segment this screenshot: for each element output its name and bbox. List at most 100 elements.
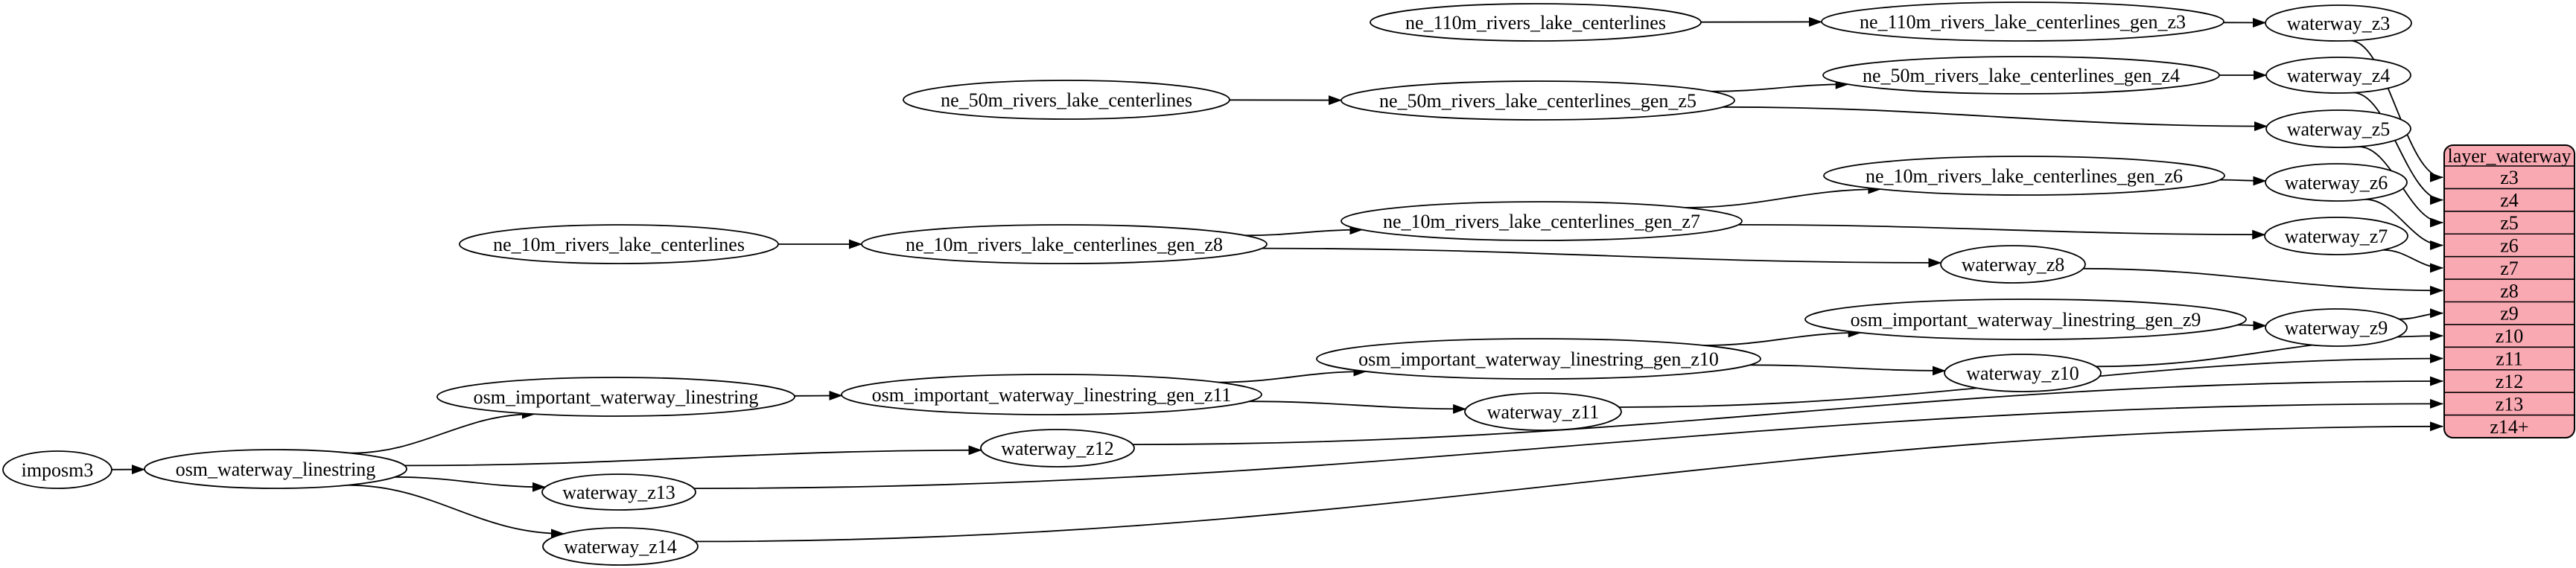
- node-label-waterway_z12: waterway_z12: [1001, 438, 1114, 459]
- node-label-osm_important_waterway_linestring: osm_important_waterway_linestring: [474, 386, 759, 408]
- node-group-osm_important_waterway_linestring_gen_z10: osm_important_waterway_linestring_gen_z1…: [1316, 338, 1761, 380]
- record-row-z12: z12: [2496, 371, 2524, 392]
- node-label-waterway_z13: waterway_z13: [562, 482, 675, 503]
- node-waterway_z7: [2264, 217, 2408, 255]
- record-row-z3: z3: [2500, 167, 2519, 188]
- node-group-ne_10m_rivers_lake_centerlines_gen_z8: ne_10m_rivers_lake_centerlines_gen_z8: [861, 224, 1268, 264]
- edge-waterway_z6-to-z6: [2365, 198, 2443, 250]
- edge-ne_10m_rivers_lake_centerlines_gen_z6-to-waterway_z6: [2219, 176, 2267, 186]
- edge-ne_10m_rivers_lake_centerlines_gen_z8-to-waterway_z8: [1262, 247, 1942, 268]
- node-label-waterway_z14: waterway_z14: [564, 536, 677, 558]
- node-label-ne_50m_rivers_lake_centerlines_gen_z5: ne_50m_rivers_lake_centerlines_gen_z5: [1379, 90, 1696, 112]
- edge-osm_important_waterway_linestring_gen_z11-to-osm_important_waterway_linestring_gen_z10: [1218, 366, 1367, 383]
- node-osm_important_waterway_linestring: [436, 377, 795, 417]
- node-ne_110m_rivers_lake_centerlines: [1370, 3, 1702, 42]
- node-label-waterway_z6: waterway_z6: [2285, 172, 2388, 194]
- node-group-waterway_z12: waterway_z12: [980, 429, 1135, 468]
- edges-layer: [111, 16, 2443, 543]
- node-label-ne_10m_rivers_lake_centerlines_gen_z7: ne_10m_rivers_lake_centerlines_gen_z7: [1383, 211, 1700, 232]
- node-label-osm_important_waterway_linestring_gen_z11: osm_important_waterway_linestring_gen_z1…: [872, 384, 1232, 406]
- nodes-layer: imposm3 osm_waterway_linestring osm_import…: [2, 1, 2412, 566]
- node-group-ne_10m_rivers_lake_centerlines_gen_z6: ne_10m_rivers_lake_centerlines_gen_z6: [1823, 156, 2225, 196]
- node-label-ne_50m_rivers_lake_centerlines_gen_z4: ne_50m_rivers_lake_centerlines_gen_z4: [1863, 65, 2180, 86]
- edge-osm_important_waterway_linestring_gen_z11-to-waterway_z11: [1248, 401, 1467, 414]
- record-layer-waterway-box: [2443, 144, 2575, 438]
- node-label-osm_waterway_linestring: osm_waterway_linestring: [176, 459, 376, 480]
- edge-ne_10m_rivers_lake_centerlines_gen_z8-to-ne_10m_rivers_lake_centerlines_gen_z7: [1244, 225, 1364, 237]
- node-group-waterway_z14: waterway_z14: [542, 527, 699, 566]
- node-group-osm_important_waterway_linestring_gen_z11: osm_important_waterway_linestring_gen_z1…: [841, 374, 1262, 415]
- node-ne_110m_rivers_lake_centerlines_gen_z3: [1821, 1, 2224, 42]
- node-ne_50m_rivers_lake_centerlines: [903, 80, 1230, 120]
- node-label-ne_10m_rivers_lake_centerlines_gen_z8: ne_10m_rivers_lake_centerlines_gen_z8: [906, 234, 1223, 255]
- node-group-waterway_z9: waterway_z9: [2265, 308, 2408, 347]
- node-ne_10m_rivers_lake_centerlines_gen_z6: [1823, 156, 2225, 196]
- node-label-waterway_z8: waterway_z8: [1962, 254, 2065, 275]
- edge-osm_waterway_linestring-to-osm_important_waterway_linestring: [350, 409, 535, 454]
- node-waterway_z8: [1940, 245, 2086, 284]
- edge-osm_important_waterway_linestring_gen_z10-to-osm_important_waterway_linestring_gen_z9: [1704, 328, 1862, 346]
- edge-waterway_z14-to-z14+: [695, 421, 2443, 543]
- edge-waterway_z8-to-z8: [2083, 267, 2443, 296]
- node-waterway_z13: [541, 473, 696, 511]
- record-row-z6: z6: [2500, 234, 2519, 256]
- edge-waterway_z9-to-z9: [2399, 308, 2443, 320]
- record-row-z4: z4: [2500, 190, 2519, 211]
- node-label-waterway_z3: waterway_z3: [2287, 13, 2391, 34]
- node-ne_10m_rivers_lake_centerlines_gen_z7: [1341, 201, 1743, 241]
- edge-waterway_z3-to-z3: [2350, 39, 2443, 182]
- record-row-z14+: z14+: [2490, 416, 2528, 438]
- node-label-osm_important_waterway_linestring_gen_z9: osm_important_waterway_linestring_gen_z9: [1851, 309, 2201, 331]
- node-waterway_z3: [2265, 4, 2412, 42]
- node-group-waterway_z5: waterway_z5: [2265, 109, 2411, 148]
- node-label-waterway_z5: waterway_z5: [2287, 118, 2391, 140]
- edge-osm_waterway_linestring-to-waterway_z14: [347, 484, 565, 539]
- node-group-waterway_z3: waterway_z3: [2265, 4, 2412, 42]
- node-label-waterway_z7: waterway_z7: [2285, 226, 2388, 247]
- record-row-z8: z8: [2500, 280, 2519, 301]
- node-group-ne_110m_rivers_lake_centerlines: ne_110m_rivers_lake_centerlines: [1370, 3, 1702, 42]
- node-group-ne_10m_rivers_lake_centerlines_gen_z7: ne_10m_rivers_lake_centerlines_gen_z7: [1341, 201, 1743, 241]
- edge-waterway_z4-to-z4: [2353, 92, 2443, 205]
- node-group-waterway_z4: waterway_z4: [2265, 57, 2411, 94]
- node-waterway_z9: [2265, 308, 2408, 347]
- node-ne_10m_rivers_lake_centerlines_gen_z8: [861, 224, 1268, 264]
- edge-ne_10m_rivers_lake_centerlines_gen_z7-to-waterway_z7: [1738, 224, 2266, 240]
- node-waterway_z4: [2265, 57, 2411, 94]
- edge-ne_50m_rivers_lake_centerlines_gen_z5-to-ne_50m_rivers_lake_centerlines_gen_z4: [1711, 79, 1849, 92]
- node-osm_important_waterway_linestring_gen_z10: [1316, 338, 1761, 380]
- edge-osm_waterway_linestring-to-waterway_z13: [395, 476, 546, 492]
- node-group-osm_important_waterway_linestring_gen_z9: osm_important_waterway_linestring_gen_z9: [1804, 299, 2247, 340]
- record-header-label: layer_waterway: [2447, 145, 2571, 167]
- node-label-osm_important_waterway_linestring_gen_z10: osm_important_waterway_linestring_gen_z1…: [1358, 348, 1719, 370]
- node-osm_waterway_linestring: [144, 449, 407, 489]
- node-label-waterway_z10: waterway_z10: [1966, 363, 2079, 384]
- node-label-ne_110m_rivers_lake_centerlines: ne_110m_rivers_lake_centerlines: [1405, 12, 1666, 33]
- node-group-osm_important_waterway_linestring: osm_important_waterway_linestring: [436, 377, 795, 417]
- node-group-waterway_z7: waterway_z7: [2264, 217, 2408, 255]
- node-waterway_z12: [980, 429, 1135, 468]
- node-group-waterway_z13: waterway_z13: [541, 473, 696, 511]
- node-group-osm_waterway_linestring: osm_waterway_linestring: [144, 449, 407, 489]
- node-label-imposm3: imposm3: [22, 459, 94, 481]
- record-row-z5: z5: [2500, 212, 2519, 234]
- node-group-ne_50m_rivers_lake_centerlines_gen_z4: ne_50m_rivers_lake_centerlines_gen_z4: [1822, 56, 2220, 95]
- node-label-ne_50m_rivers_lake_centerlines: ne_50m_rivers_lake_centerlines: [941, 89, 1192, 111]
- edge-osm_waterway_linestring-to-waterway_z12: [404, 445, 982, 467]
- node-ne_50m_rivers_lake_centerlines_gen_z4: [1822, 56, 2220, 95]
- node-label-ne_10m_rivers_lake_centerlines_gen_z6: ne_10m_rivers_lake_centerlines_gen_z6: [1866, 165, 2183, 187]
- edge-waterway_z10-to-z10: [2096, 331, 2443, 368]
- node-group-waterway_z11: waterway_z11: [1464, 392, 1622, 431]
- node-label-ne_110m_rivers_lake_centerlines_gen_z3: ne_110m_rivers_lake_centerlines_gen_z3: [1860, 11, 2186, 33]
- node-waterway_z14: [542, 527, 699, 566]
- edge-waterway_z13-to-z13: [693, 398, 2443, 489]
- edge-waterway_z7-to-z7: [2383, 249, 2443, 273]
- node-waterway_z10: [1944, 354, 2102, 392]
- edge-ne_10m_rivers_lake_centerlines_gen_z7-to-ne_10m_rivers_lake_centerlines_gen_z6: [1685, 184, 1882, 208]
- node-osm_important_waterway_linestring_gen_z11: [841, 374, 1262, 415]
- node-osm_important_waterway_linestring_gen_z9: [1804, 299, 2247, 340]
- node-imposm3: [2, 450, 112, 489]
- record-row-z13: z13: [2496, 393, 2524, 415]
- node-group-ne_10m_rivers_lake_centerlines: ne_10m_rivers_lake_centerlines: [459, 224, 779, 264]
- node-group-ne_110m_rivers_lake_centerlines_gen_z3: ne_110m_rivers_lake_centerlines_gen_z3: [1821, 1, 2224, 42]
